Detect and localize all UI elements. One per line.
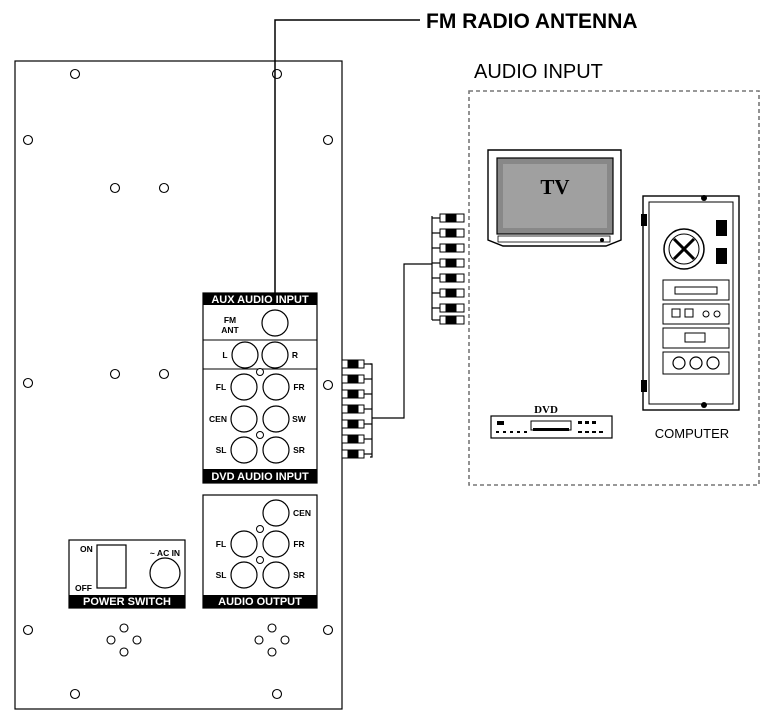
computer-device: COMPUTER bbox=[641, 195, 740, 441]
fl-label: FL bbox=[216, 382, 226, 392]
rca-plugs-source-side bbox=[439, 213, 465, 325]
out-cen-label: CEN bbox=[293, 508, 311, 518]
dvd-sr-jack[interactable] bbox=[262, 436, 290, 464]
sr-label: SR bbox=[293, 445, 305, 455]
dvd-label: DVD bbox=[534, 404, 558, 416]
aux-audio-input-label: AUX AUDIO INPUT bbox=[211, 294, 309, 306]
out-fr-label: FR bbox=[293, 539, 304, 549]
out-fr-jack[interactable] bbox=[262, 530, 290, 558]
out-fl-jack[interactable] bbox=[230, 530, 258, 558]
audio-output-block: AUDIO OUTPUT CEN FL FR SL SR bbox=[202, 494, 318, 609]
computer-label: COMPUTER bbox=[655, 426, 729, 441]
power-switch-label: POWER SWITCH bbox=[83, 596, 171, 608]
aux-r-jack[interactable] bbox=[261, 341, 289, 369]
dvd-player-device: DVD bbox=[490, 404, 613, 439]
r-label: R bbox=[292, 350, 298, 360]
power-switch-block: POWER SWITCH ON OFF ~ AC IN bbox=[68, 539, 186, 609]
out-sl-jack[interactable] bbox=[230, 561, 258, 589]
rca-cable-bundle bbox=[364, 216, 440, 458]
aux-l-jack[interactable] bbox=[231, 341, 259, 369]
out-cen-jack[interactable] bbox=[262, 499, 290, 527]
dvd-cen-jack[interactable] bbox=[230, 405, 258, 433]
out-sr-jack[interactable] bbox=[262, 561, 290, 589]
cen-label: CEN bbox=[209, 414, 227, 424]
out-fl-label: FL bbox=[216, 539, 226, 549]
audio-output-label: AUDIO OUTPUT bbox=[218, 596, 302, 608]
tv-label: TV bbox=[540, 175, 569, 199]
sl-label: SL bbox=[216, 445, 227, 455]
out-sr-label: SR bbox=[293, 570, 305, 580]
l-label: L bbox=[222, 350, 227, 360]
audio-input-label: AUDIO INPUT bbox=[474, 61, 603, 83]
dvd-sw-jack[interactable] bbox=[262, 405, 290, 433]
tv-device: TV bbox=[487, 149, 622, 247]
fm-antenna-wire bbox=[274, 19, 420, 309]
dvd-fr-jack[interactable] bbox=[262, 373, 290, 401]
dvd-audio-input-label: DVD AUDIO INPUT bbox=[211, 471, 309, 483]
audio-input-sources-box bbox=[468, 90, 760, 486]
out-sl-label: SL bbox=[216, 570, 227, 580]
input-block: AUX AUDIO INPUT DVD AUDIO INPUT FM ANT L… bbox=[202, 292, 318, 484]
dvd-fl-jack[interactable] bbox=[230, 373, 258, 401]
mounting-holes bbox=[22, 68, 334, 700]
sw-label: SW bbox=[292, 414, 307, 424]
ac-in-socket[interactable] bbox=[149, 557, 181, 589]
dvd-sl-jack[interactable] bbox=[230, 436, 258, 464]
fm-radio-antenna-label: FM RADIO ANTENNA bbox=[426, 10, 638, 33]
fr-label: FR bbox=[293, 382, 304, 392]
on-label: ON bbox=[80, 544, 93, 554]
fm-label: FM bbox=[224, 315, 236, 325]
ant-label: ANT bbox=[221, 325, 239, 335]
rca-plugs-panel-side bbox=[341, 359, 365, 459]
off-label: OFF bbox=[75, 583, 92, 593]
power-rocker-switch[interactable] bbox=[96, 544, 127, 589]
fm-ant-jack[interactable] bbox=[261, 309, 289, 337]
ac-in-label: ~ AC IN bbox=[150, 548, 180, 558]
